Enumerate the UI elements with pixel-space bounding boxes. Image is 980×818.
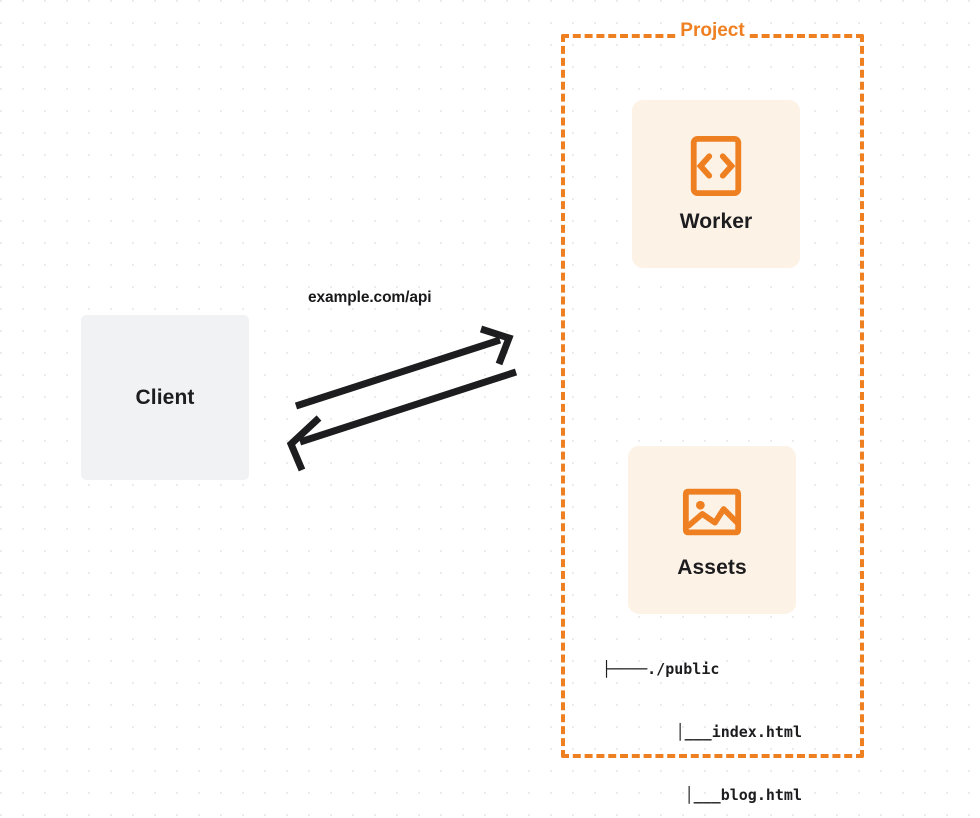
file-tree-row: │___blog.html [602, 785, 802, 806]
worker-card-label: Worker [679, 209, 753, 233]
file-tree-connector: │___ [675, 723, 712, 741]
worker-card[interactable]: Worker [632, 100, 800, 268]
project-container: Project [561, 21, 864, 758]
file-tree-row: │___index.html [602, 722, 802, 743]
file-tree-name: blog.html [720, 786, 802, 804]
client-node: Client [81, 315, 249, 480]
assets-card-label: Assets [677, 555, 747, 579]
request-arrow [294, 325, 514, 410]
file-tree-name: ./public [647, 660, 720, 678]
assets-card[interactable]: Assets [628, 446, 796, 614]
code-brackets-icon [690, 135, 742, 196]
file-tree-connector: ├──── [602, 660, 648, 678]
file-tree-name: index.html [711, 723, 802, 741]
response-arrow [286, 368, 518, 472]
file-tree-row: ├────./public [602, 659, 802, 680]
connection-label: example.com/api [308, 289, 432, 306]
assets-file-tree: ├────./public │___index.html │___blog.ht… [602, 617, 802, 818]
image-photo-icon [682, 488, 742, 535]
project-title: Project [676, 21, 749, 40]
client-node-label: Client [135, 385, 195, 409]
file-tree-connector: │___ [684, 786, 721, 804]
